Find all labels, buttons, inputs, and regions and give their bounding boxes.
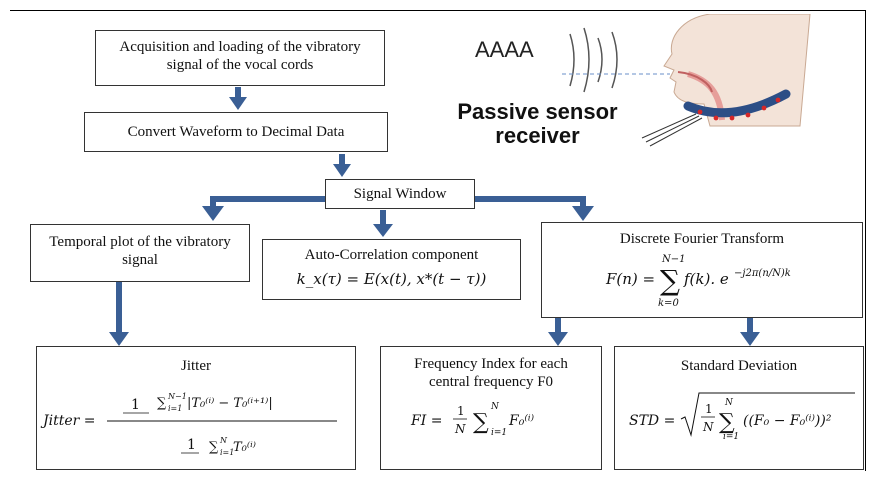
svg-text:∑: ∑ xyxy=(660,264,680,297)
frequency-index-box: Frequency Index for each central frequen… xyxy=(380,346,602,470)
temporal-plot-box: Temporal plot of the vibratory signal xyxy=(30,224,250,282)
autocorrelation-formula: k_x(τ) = E(x(t), x*(t − τ)) xyxy=(296,270,487,288)
svg-text:N: N xyxy=(219,436,228,445)
convert-label: Convert Waveform to Decimal Data xyxy=(127,124,345,140)
autocorrelation-box: Auto-Correlation component k_x(τ) = E(x(… xyxy=(262,239,521,300)
signal-window-box: Signal Window xyxy=(325,179,475,209)
diagram-frame xyxy=(10,10,866,471)
svg-text:1: 1 xyxy=(705,402,713,416)
svg-text:1: 1 xyxy=(187,437,196,453)
svg-text:1: 1 xyxy=(457,404,465,418)
svg-text:−j2π(n/N)k: −j2π(n/N)k xyxy=(734,268,791,279)
svg-text:N: N xyxy=(454,422,466,436)
svg-text:i=1: i=1 xyxy=(723,432,739,442)
svg-text:N: N xyxy=(724,398,734,408)
svg-text:N−1: N−1 xyxy=(661,254,686,265)
autocorrelation-title: Auto-Correlation component xyxy=(304,247,479,263)
svg-text:f(k). e: f(k). e xyxy=(683,270,729,288)
signal-window-label: Signal Window xyxy=(353,186,447,202)
svg-text:1: 1 xyxy=(131,397,140,413)
svg-text:F(n) =: F(n) = xyxy=(605,270,655,288)
svg-text:Jitter =: Jitter = xyxy=(40,413,96,429)
standard-deviation-title: Standard Deviation xyxy=(680,358,798,374)
arrow-dft-to-std xyxy=(740,318,760,346)
svg-text:∑: ∑ xyxy=(209,440,219,455)
dft-formula: F(n) = N−1 ∑ k=0 f(k). e −j2π(n/N)k xyxy=(605,254,791,309)
arrow-temporal-to-jitter xyxy=(109,282,129,346)
arrow-dft-to-fi xyxy=(548,318,568,346)
convert-box: Convert Waveform to Decimal Data xyxy=(84,112,388,152)
svg-text:N: N xyxy=(702,420,714,434)
svg-text:F₀⁽ⁱ⁾: F₀⁽ⁱ⁾ xyxy=(508,413,535,429)
standard-deviation-box: Standard Deviation STD = 1 N ∑ N i=1 ((F… xyxy=(614,346,864,470)
acquisition-label: Acquisition and loading of the vibratory… xyxy=(119,39,361,73)
svg-text:FI =: FI = xyxy=(410,413,442,429)
standard-deviation-formula: STD = 1 N ∑ N i=1 ((F₀ − F₀⁽ⁱ⁾))² xyxy=(629,392,855,442)
jitter-box: Jitter Jitter = 1 ∑ N−1 i=1 |T₀⁽ⁱ⁾ − T₀⁽… xyxy=(36,346,356,470)
dft-title: Discrete Fourier Transform xyxy=(619,231,785,247)
frequency-index-title: Frequency Index for each central frequen… xyxy=(414,356,568,390)
svg-text:∑: ∑ xyxy=(157,396,167,411)
svg-text:i=1: i=1 xyxy=(168,404,182,413)
sound-label: AAAA xyxy=(475,37,534,62)
temporal-plot-label: Temporal plot of the vibratory signal xyxy=(49,234,231,268)
arrow-window-branches xyxy=(202,196,594,237)
svg-text:N: N xyxy=(490,402,500,412)
sensor-leads-icon xyxy=(641,113,703,147)
svg-text:T₀⁽ⁱ⁾: T₀⁽ⁱ⁾ xyxy=(233,440,256,455)
svg-text:∑: ∑ xyxy=(719,410,735,435)
svg-text:i=1: i=1 xyxy=(220,448,234,457)
jitter-title: Jitter xyxy=(181,358,211,374)
arrow-convert-to-window xyxy=(333,154,351,177)
acquisition-box: Acquisition and loading of the vibratory… xyxy=(95,30,385,86)
svg-text:STD =: STD = xyxy=(629,413,675,429)
jitter-formula: Jitter = 1 ∑ N−1 i=1 |T₀⁽ⁱ⁾ − T₀⁽ⁱ⁺¹⁾| 1… xyxy=(40,392,337,457)
sensor-band-icon xyxy=(683,89,791,118)
svg-text:((F₀ − F₀⁽ⁱ⁾))²: ((F₀ − F₀⁽ⁱ⁾))² xyxy=(743,413,832,429)
arrow-acquisition-to-convert xyxy=(229,87,247,110)
svg-text:i=1: i=1 xyxy=(491,428,507,438)
svg-text:|T₀⁽ⁱ⁾ − T₀⁽ⁱ⁺¹⁾|: |T₀⁽ⁱ⁾ − T₀⁽ⁱ⁺¹⁾| xyxy=(187,396,273,411)
sound-waves-icon xyxy=(569,27,618,93)
frequency-index-formula: FI = 1 N ∑ N i=1 F₀⁽ⁱ⁾ xyxy=(410,402,535,438)
head-illustration xyxy=(560,14,811,147)
dft-box: Discrete Fourier Transform F(n) = N−1 ∑ … xyxy=(541,222,863,318)
sensor-label: Passive sensor receiver xyxy=(457,99,618,148)
svg-text:∑: ∑ xyxy=(473,410,489,435)
svg-text:N−1: N−1 xyxy=(167,392,187,401)
svg-text:k=0: k=0 xyxy=(658,298,679,309)
